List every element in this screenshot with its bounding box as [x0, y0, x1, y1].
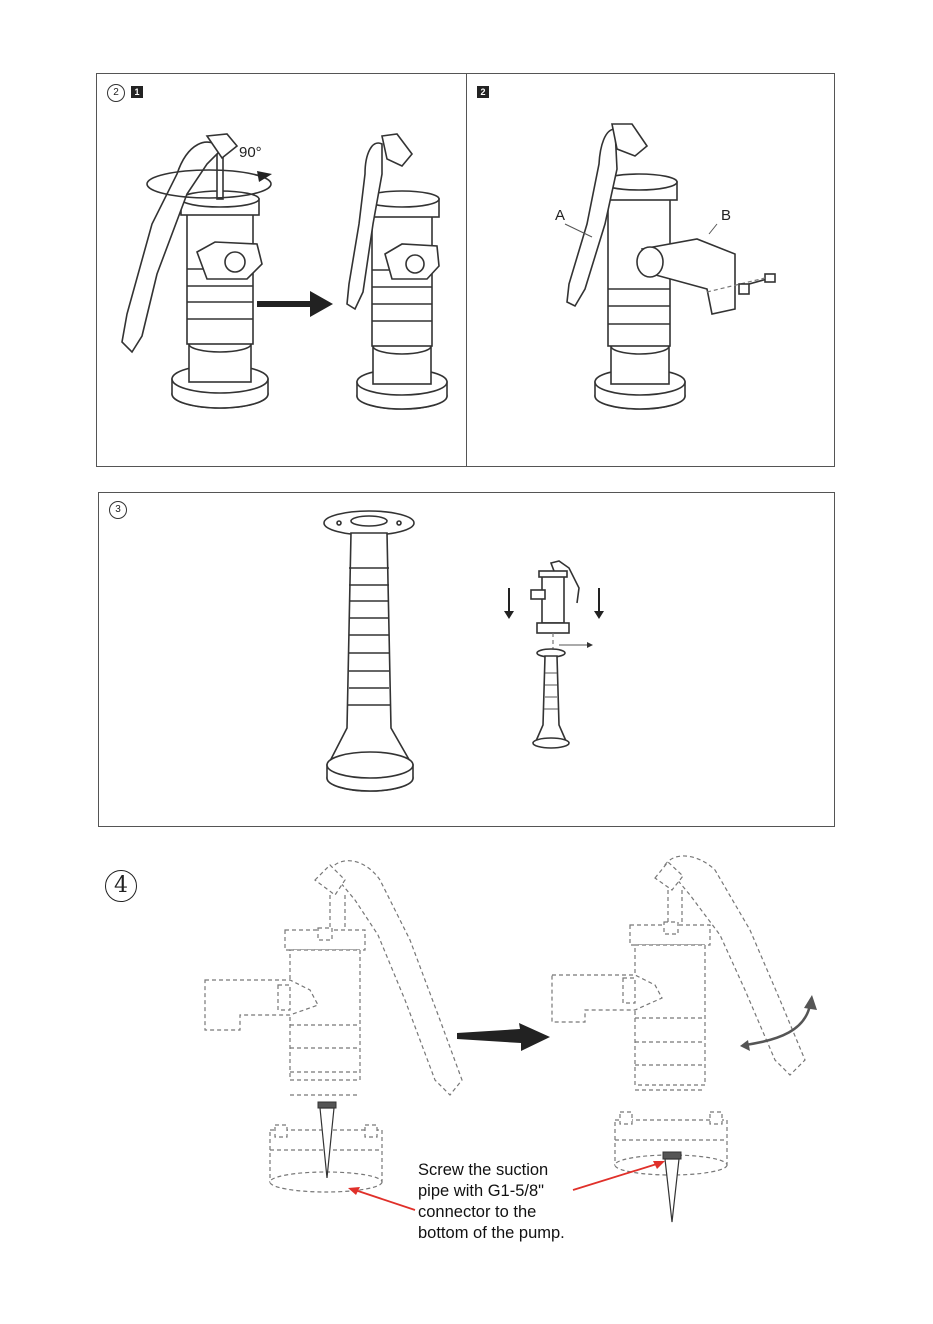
instruction-line-4: bottom of the pump. [418, 1223, 618, 1244]
instruction-line-3: connector to the [418, 1202, 618, 1223]
instruction-line-2: pipe with G1-5/8" [418, 1181, 618, 1202]
instruction-line-1: Screw the suction [418, 1160, 618, 1181]
instruction-text: Screw the suction pipe with G1-5/8" conn… [418, 1160, 618, 1244]
